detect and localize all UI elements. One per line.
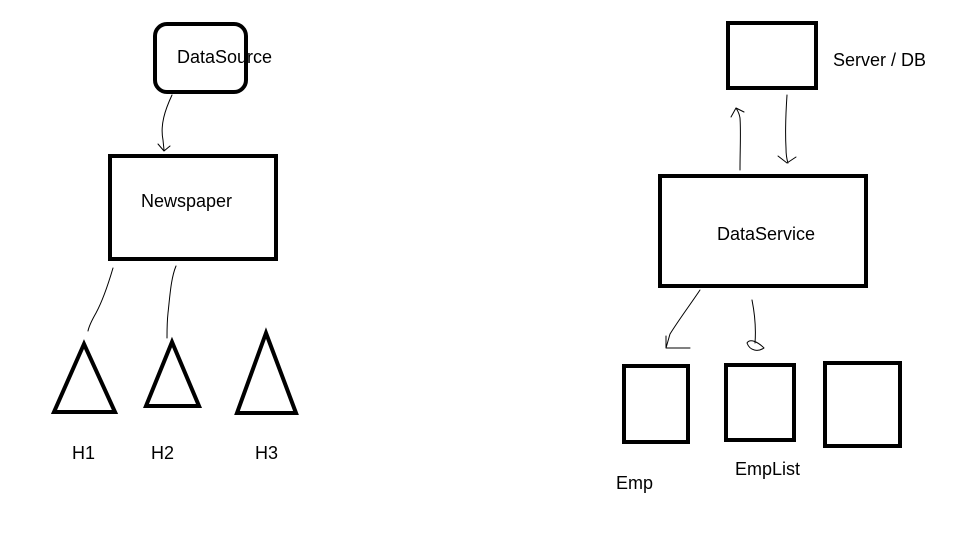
server-db-label: Server / DB <box>833 50 926 70</box>
service-to-emplist-arrow <box>746 299 765 351</box>
server-to-service-arrow <box>777 94 797 164</box>
newspaper-box <box>108 154 278 261</box>
consumer-third-box <box>823 361 902 448</box>
datasource-box <box>153 22 248 94</box>
observer-h3-triangle <box>234 327 299 415</box>
dataservice-label: DataService <box>717 224 815 244</box>
emp-label: Emp <box>616 473 653 493</box>
emplist-label: EmpList <box>735 459 800 479</box>
observer-h3-label: H3 <box>255 443 278 463</box>
newspaper-to-h1-line <box>87 267 114 332</box>
datasource-to-newspaper-arrow <box>157 94 173 152</box>
server-db-box <box>726 21 818 90</box>
newspaper-to-h2-line <box>166 265 177 339</box>
service-to-emp-arrow <box>665 289 701 349</box>
observer-h1-triangle <box>50 339 119 414</box>
observer-diagram: DataSource Newspaper H1 H2 H3 <box>50 22 299 463</box>
observer-h1-label: H1 <box>72 443 95 463</box>
service-diagram: Server / DB DataService Emp EmpList <box>616 21 926 493</box>
service-to-server-arrow <box>730 107 745 171</box>
observer-h2-label: H2 <box>151 443 174 463</box>
dataservice-box <box>658 174 868 288</box>
emp-box <box>622 364 690 444</box>
emplist-box <box>724 363 796 442</box>
observer-h2-triangle <box>143 336 203 408</box>
newspaper-label: Newspaper <box>141 191 232 211</box>
datasource-label: DataSource <box>177 47 272 67</box>
